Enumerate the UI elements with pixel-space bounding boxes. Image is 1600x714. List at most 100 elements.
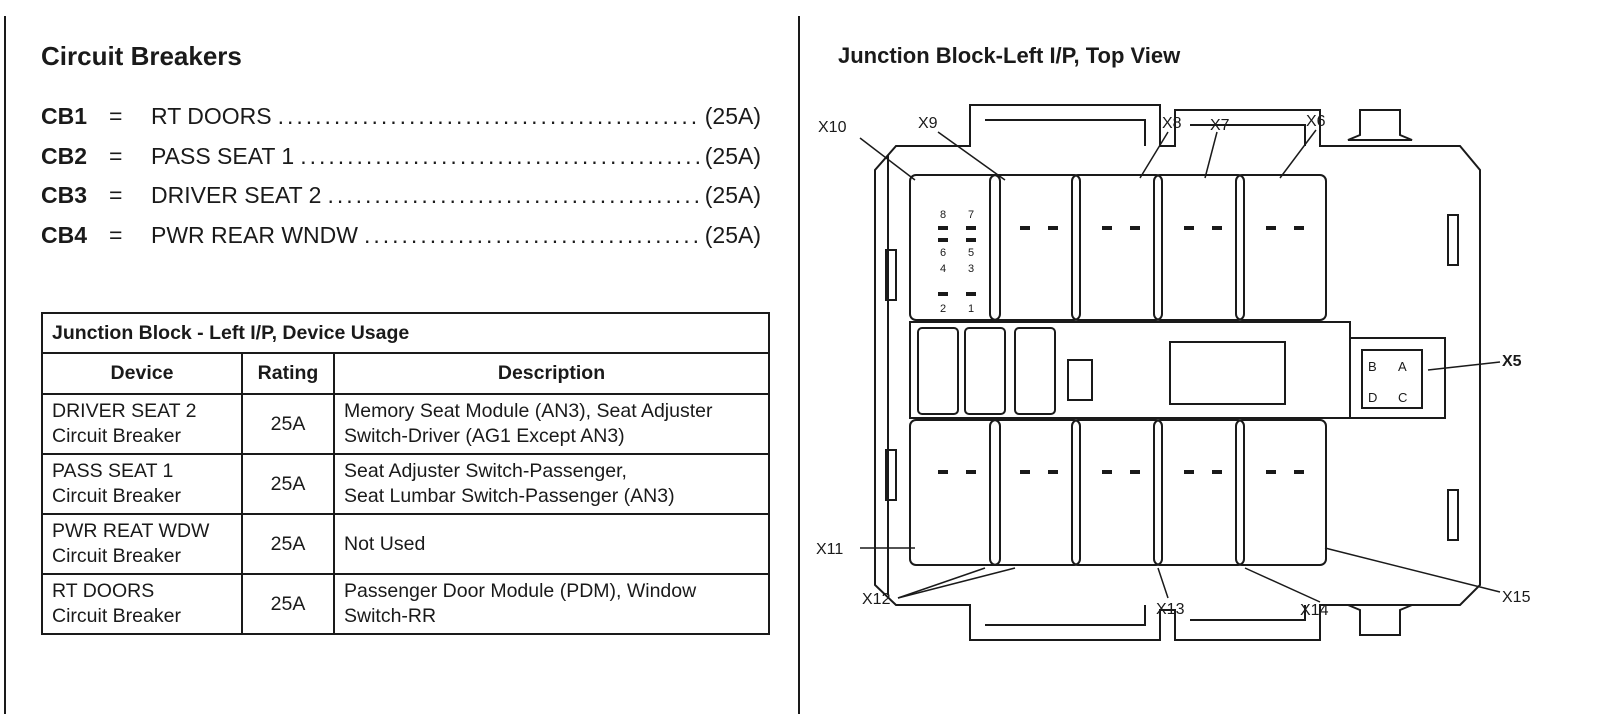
device-line: Circuit Breaker (52, 485, 181, 507)
leader-x6 (1279, 129, 1317, 179)
connector-x5 (1349, 337, 1446, 419)
description-line: Seat Lumbar Switch-Passenger (AN3) (344, 485, 675, 507)
cb-name: DRIVER SEAT 2 (151, 182, 322, 208)
pin-block (1294, 470, 1304, 474)
leader-lines (859, 129, 1501, 603)
pin-label: D (1368, 390, 1377, 405)
description-line: Seat Adjuster Switch-Passenger, (344, 460, 627, 482)
pin-block (1184, 470, 1194, 474)
leader-x5 (1427, 361, 1501, 371)
table-caption: Junction Block - Left I/P, Device Usage (41, 312, 770, 354)
device-line: Circuit Breaker (52, 425, 181, 447)
rating-cell: 25A (241, 513, 335, 575)
pin-block (1048, 470, 1058, 474)
cb-equals: = (109, 182, 123, 208)
leader-dots: ........................................… (300, 142, 699, 169)
connector-x8 (1071, 174, 1163, 321)
cb-id: CB3 (41, 182, 88, 208)
connector-x9 (989, 174, 1081, 321)
label-x13: X13 (1156, 601, 1185, 618)
pin-blocks (938, 226, 1304, 474)
pin-label: 1 (968, 303, 974, 315)
mount-clip-top (1347, 109, 1413, 141)
pin-block (1020, 226, 1030, 230)
pin-label: 7 (968, 209, 974, 221)
table-row: PWR REAT WDW Circuit Breaker 25A Not Use… (41, 513, 770, 575)
breaker-cavity (917, 327, 959, 415)
cb-id: CB1 (41, 103, 88, 129)
label-x8: X8 (1162, 115, 1182, 132)
leader-x15 (1324, 547, 1501, 593)
cb-item: CB1 = RT DOORS .........................… (41, 103, 761, 143)
label-x11: X11 (816, 541, 843, 558)
cb-equals: = (109, 103, 123, 129)
device-line: Circuit Breaker (52, 545, 181, 567)
pin-block (1266, 226, 1276, 230)
device-line: Circuit Breaker (52, 605, 181, 627)
side-tab-right (1447, 489, 1459, 541)
cb-name: PASS SEAT 1 (151, 142, 295, 169)
label-x7: X7 (1210, 117, 1230, 134)
leader-x9 (937, 131, 1006, 181)
device-cell: DRIVER SEAT 2 Circuit Breaker (41, 393, 243, 455)
leader-dots: ........................................… (363, 221, 699, 248)
label-x9: X9 (918, 115, 938, 132)
device-line: DRIVER SEAT 2 (52, 400, 197, 422)
connector-x11 (909, 419, 1001, 566)
description-line: Passenger Door Module (PDM), Window (344, 580, 697, 602)
cb-item: CB3 = DRIVER SEAT 2 ....................… (41, 182, 761, 222)
pin-block (966, 470, 976, 474)
device-line: RT DOORS (52, 580, 155, 602)
pin-block (938, 292, 948, 296)
side-tab-right (1447, 214, 1459, 266)
pin-block (1266, 470, 1276, 474)
pin-label: C (1398, 390, 1407, 405)
device-cell: PWR REAT WDW Circuit Breaker (41, 513, 243, 575)
pin-block (1130, 226, 1140, 230)
header-device: Device (41, 352, 243, 395)
pin-label: 5 (968, 247, 974, 259)
leader-x7 (1204, 131, 1218, 179)
leader-dots: ........................................… (277, 103, 699, 129)
cb-equals: = (109, 142, 123, 169)
rating-cell: 25A (241, 453, 335, 515)
leader-x8 (1139, 131, 1169, 179)
header-rating: Rating (241, 352, 335, 395)
relay-slot (1067, 359, 1093, 401)
housing-top-tabs (985, 119, 1306, 146)
description-line: Not Used (344, 532, 426, 555)
side-tab-left (885, 449, 897, 501)
connector-x5-body (1361, 349, 1423, 409)
pin-block (1212, 470, 1222, 474)
pin-label: 4 (940, 263, 946, 275)
pin-block (966, 238, 976, 242)
pin-label: A (1398, 359, 1407, 374)
cb-rating: (25A) (704, 221, 761, 248)
cb-item: CB4 = PWR REAR WNDW ....................… (41, 222, 761, 262)
cb-id: CB2 (41, 142, 88, 169)
cb-equals: = (109, 221, 123, 248)
pin-block (966, 292, 976, 296)
device-cell: PASS SEAT 1 Circuit Breaker (41, 453, 243, 515)
cb-rating: (25A) (704, 142, 761, 169)
pin-block (1212, 226, 1222, 230)
side-tab-left (885, 249, 897, 301)
connector-x15 (1235, 419, 1327, 566)
leader-x14 (1244, 567, 1321, 603)
leader-x12-b (897, 567, 1016, 599)
label-x10: X10 (818, 119, 847, 136)
pin-label: 6 (940, 247, 946, 259)
description-cell: Passenger Door Module (PDM), Window Swit… (333, 573, 770, 635)
leader-x10 (859, 137, 916, 181)
pin-block (1184, 226, 1194, 230)
description-line: Memory Seat Module (AN3), Seat Adjuster (344, 400, 713, 422)
cb-rating: (25A) (704, 103, 761, 129)
pin-block (1102, 470, 1112, 474)
pin-label: 8 (940, 209, 946, 221)
label-x6: X6 (1306, 113, 1326, 130)
connector-x10 (909, 174, 1001, 321)
pin-block (1020, 470, 1030, 474)
junction-block-diagram: 8 7 6 5 4 3 2 1 B A (816, 104, 1531, 641)
left-frame-line (4, 16, 6, 714)
label-x12: X12 (862, 591, 891, 608)
